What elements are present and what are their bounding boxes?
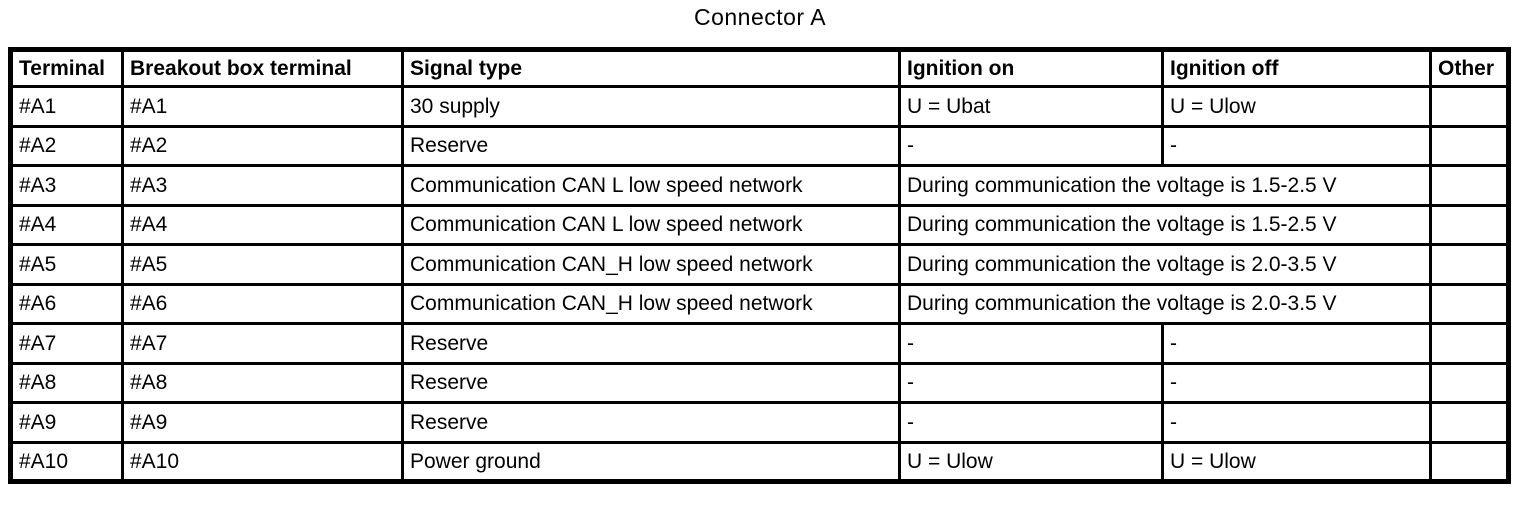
- cell-terminal: #A4: [9, 203, 124, 246]
- cell-ignition-span: During communication the voltage is 2.0-…: [898, 282, 1432, 325]
- cell-other: [1429, 243, 1510, 286]
- cell-other: [1429, 164, 1510, 207]
- cell-breakout: #A3: [121, 164, 404, 207]
- cell-breakout: #A1: [121, 85, 404, 128]
- cell-ignition-span: During communication the voltage is 2.0-…: [898, 243, 1432, 286]
- header-ignition-off: Ignition off: [1161, 48, 1432, 88]
- cell-ignition-on: U = Ulow: [898, 440, 1164, 483]
- cell-other: [1429, 124, 1510, 167]
- connector-a-table: Terminal Breakout box terminal Signal ty…: [8, 47, 1511, 484]
- cell-ignition-off: -: [1161, 124, 1432, 167]
- cell-breakout: #A10: [121, 440, 404, 483]
- cell-ignition-on: -: [898, 124, 1164, 167]
- cell-terminal: #A2: [9, 124, 124, 167]
- cell-ignition-span: During communication the voltage is 1.5-…: [898, 203, 1432, 246]
- cell-other: [1429, 85, 1510, 128]
- cell-ignition-off: U = Ulow: [1161, 440, 1432, 483]
- header-other: Other: [1429, 48, 1510, 88]
- cell-ignition-on: -: [898, 361, 1164, 404]
- cell-breakout: #A7: [121, 322, 404, 365]
- cell-signal: Communication CAN L low speed network: [401, 203, 901, 246]
- header-signal-type: Signal type: [401, 48, 901, 88]
- cell-terminal: #A1: [9, 85, 124, 128]
- cell-signal: Reserve: [401, 361, 901, 404]
- cell-ignition-off: U = Ulow: [1161, 85, 1432, 128]
- cell-other: [1429, 361, 1510, 404]
- cell-terminal: #A3: [9, 164, 124, 207]
- cell-signal: Reserve: [401, 124, 901, 167]
- cell-breakout: #A2: [121, 124, 404, 167]
- cell-terminal: #A6: [9, 282, 124, 325]
- cell-other: [1429, 440, 1510, 483]
- cell-terminal: #A5: [9, 243, 124, 286]
- cell-ignition-off: -: [1161, 322, 1432, 365]
- cell-signal: Communication CAN_H low speed network: [401, 243, 901, 286]
- cell-signal: Power ground: [401, 440, 901, 483]
- cell-signal: Communication CAN L low speed network: [401, 164, 901, 207]
- cell-breakout: #A5: [121, 243, 404, 286]
- cell-breakout: #A6: [121, 282, 404, 325]
- cell-breakout: #A8: [121, 361, 404, 404]
- cell-terminal: #A8: [9, 361, 124, 404]
- cell-ignition-span: During communication the voltage is 1.5-…: [898, 164, 1432, 207]
- cell-ignition-on: -: [898, 401, 1164, 444]
- cell-terminal: #A10: [9, 440, 124, 483]
- cell-breakout: #A4: [121, 203, 404, 246]
- cell-breakout: #A9: [121, 401, 404, 444]
- page-title: Connector A: [693, 4, 827, 30]
- cell-ignition-off: -: [1161, 361, 1432, 404]
- cell-signal: Reserve: [401, 401, 901, 444]
- cell-signal: Reserve: [401, 322, 901, 365]
- cell-ignition-on: -: [898, 322, 1164, 365]
- cell-signal: Communication CAN_H low speed network: [401, 282, 901, 325]
- cell-ignition-off: -: [1161, 401, 1432, 444]
- header-ignition-on: Ignition on: [898, 48, 1164, 88]
- cell-terminal: #A7: [9, 322, 124, 365]
- cell-other: [1429, 282, 1510, 325]
- header-terminal: Terminal: [9, 48, 124, 88]
- cell-signal: 30 supply: [401, 85, 901, 128]
- header-breakout: Breakout box terminal: [121, 48, 404, 88]
- cell-other: [1429, 322, 1510, 365]
- cell-other: [1429, 203, 1510, 246]
- cell-terminal: #A9: [9, 401, 124, 444]
- header-row: Terminal Breakout box terminal Signal ty…: [9, 48, 1510, 88]
- cell-other: [1429, 401, 1510, 444]
- cell-ignition-on: U = Ubat: [898, 85, 1164, 128]
